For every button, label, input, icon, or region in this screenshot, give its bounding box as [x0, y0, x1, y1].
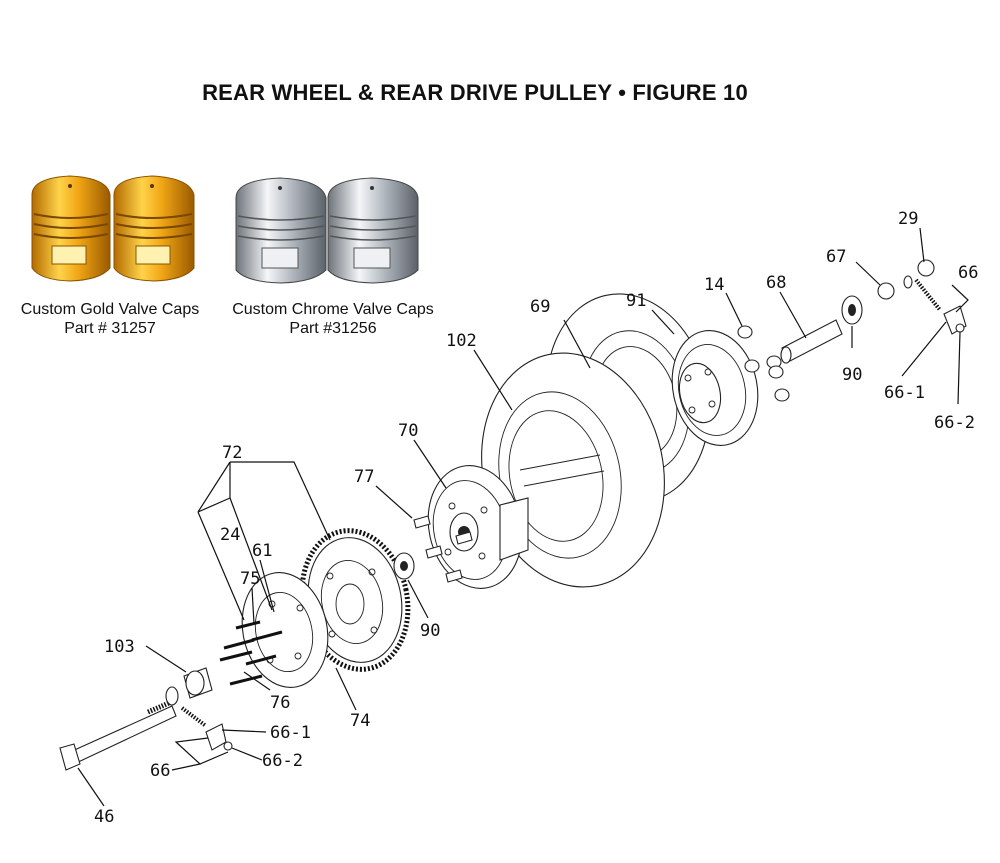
- callout-70: 70: [398, 421, 418, 441]
- washer-67: [877, 282, 895, 300]
- callout-77: 77: [354, 467, 374, 487]
- chrome-valve-caps-name: Custom Chrome Valve Caps: [232, 301, 434, 318]
- bearing-90-front: [393, 552, 415, 580]
- pulley-74: [299, 528, 411, 672]
- callout-67: 67: [826, 247, 846, 267]
- callout-74: 74: [350, 711, 370, 731]
- spacer-68: [780, 319, 843, 364]
- nuts-14: [737, 325, 790, 402]
- rim-91: [671, 330, 759, 446]
- chrome-valve-caps-part-number: Part #31256: [289, 320, 377, 337]
- bolts-75-76: [219, 620, 283, 686]
- callout-24: 24: [220, 525, 240, 545]
- washer-and-nut-66-left: [165, 686, 233, 751]
- gold-valve-caps-part-number: Part # 31257: [64, 320, 156, 337]
- callout-29: 29: [898, 209, 918, 229]
- leader-lines: [77, 227, 969, 807]
- bearing-90-rear: [841, 295, 863, 325]
- callout-68: 68: [766, 273, 786, 293]
- nut-29: [917, 259, 935, 277]
- callout-66-2-left: 66-2: [262, 751, 303, 771]
- hub-70: [427, 465, 529, 589]
- callout-76: 76: [270, 693, 290, 713]
- callout-102: 102: [446, 331, 477, 351]
- callout-66-1-left: 66-1: [270, 723, 311, 743]
- axle-bolt-46: [59, 697, 177, 771]
- callout-90-front: 90: [420, 621, 440, 641]
- callout-90-rear: 90: [842, 365, 862, 385]
- adjuster-66-right: [903, 275, 967, 335]
- spacer-103: [183, 667, 213, 699]
- gold-valve-caps-name: Custom Gold Valve Caps: [20, 301, 200, 318]
- callout-66-right: 66: [958, 263, 978, 283]
- gold-valve-caps-caption: Custom Gold Valve Caps Part # 31257: [10, 300, 210, 338]
- bolts-77: [413, 515, 473, 583]
- callout-46: 46: [94, 807, 114, 827]
- callout-103: 103: [104, 637, 135, 657]
- callout-66-1-right: 66-1: [884, 383, 925, 403]
- figure-title: REAR WHEEL & REAR DRIVE PULLEY • FIGURE …: [202, 80, 748, 105]
- chrome-valve-caps-image: [235, 177, 419, 284]
- callout-66-2-right: 66-2: [934, 413, 975, 433]
- callout-61: 61: [252, 541, 272, 561]
- callout-75: 75: [240, 569, 260, 589]
- callout-72: 72: [222, 443, 242, 463]
- chrome-valve-caps-caption: Custom Chrome Valve Caps Part #31256: [218, 300, 448, 338]
- callout-labels: 29 66 67 14 68 91 69 102 90 66-1 66-2 70…: [94, 209, 978, 827]
- callout-91: 91: [626, 291, 646, 311]
- gold-valve-caps-image: [31, 175, 195, 282]
- callout-14: 14: [704, 275, 724, 295]
- callout-69: 69: [530, 297, 550, 317]
- callout-66-left: 66: [150, 761, 170, 781]
